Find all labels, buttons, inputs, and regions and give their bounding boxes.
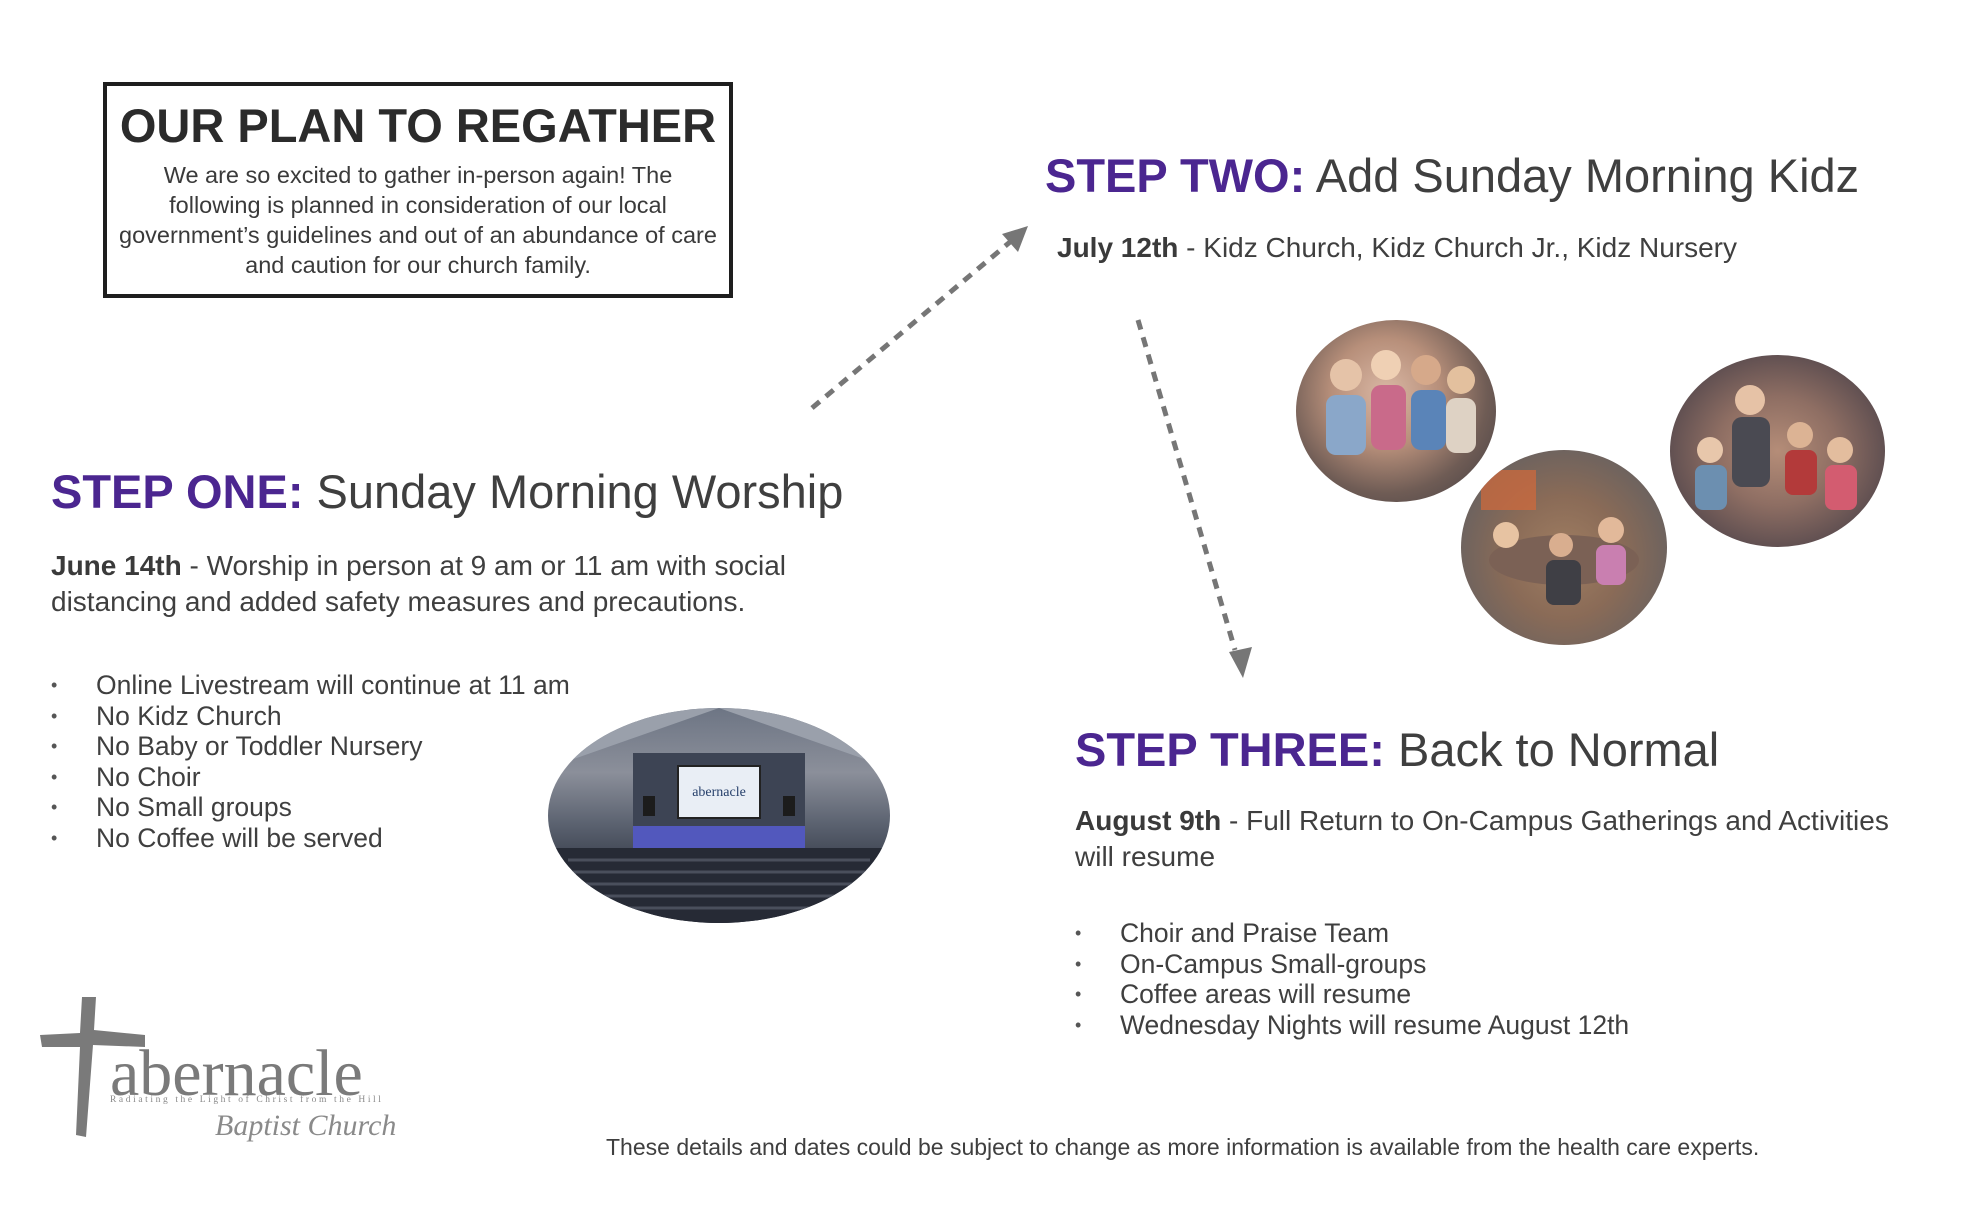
logo-word: abernacle bbox=[110, 1037, 363, 1110]
step-one-title: Sunday Morning Worship bbox=[303, 465, 844, 518]
step-one-list: •Online Livestream will continue at 11 a… bbox=[51, 670, 570, 853]
church-logo: abernacle Radiating the Light of Christ … bbox=[40, 995, 450, 1155]
list-item: •Online Livestream will continue at 11 a… bbox=[51, 670, 570, 700]
arrow-step-one-to-two bbox=[810, 226, 1028, 410]
cross-icon bbox=[40, 997, 145, 1137]
intro-box: OUR PLAN TO REGATHER We are so excited t… bbox=[103, 82, 733, 298]
step-one-heading: STEP ONE: Sunday Morning Worship bbox=[51, 465, 843, 519]
list-item: •No Baby or Toddler Nursery bbox=[51, 731, 423, 761]
kidz-photo-1-figures bbox=[1326, 350, 1476, 455]
list-item: •No Small groups bbox=[51, 792, 292, 822]
sanctuary-photo: abernacle bbox=[548, 708, 890, 923]
list-item: •No Choir bbox=[51, 761, 201, 792]
step-two-heading: STEP TWO: Add Sunday Morning Kidz bbox=[1045, 149, 1859, 203]
list-item: •Wednesday Nights will resume August 12t… bbox=[1075, 1009, 1630, 1040]
list-item: •No Coffee will be served bbox=[51, 822, 383, 853]
step-one-details: June 14th - Worship in person at 9 am or… bbox=[51, 548, 871, 620]
kidz-photo-group-3 bbox=[1670, 355, 1885, 547]
step-three-title: Back to Normal bbox=[1384, 723, 1720, 776]
list-item: •Coffee areas will resume bbox=[1075, 979, 1412, 1009]
intro-title: OUR PLAN TO REGATHER bbox=[119, 99, 717, 152]
list-item: •No Kidz Church bbox=[51, 700, 282, 731]
step-three-description: - Full Return to On-Campus Gatherings an… bbox=[1075, 805, 1889, 872]
kidz-photo-group-2 bbox=[1461, 450, 1667, 645]
step-two-description: - Kidz Church, Kidz Church Jr., Kidz Nur… bbox=[1178, 232, 1738, 263]
arrow-step-two-to-three bbox=[1135, 319, 1252, 678]
screen-text: abernacle bbox=[692, 785, 746, 800]
step-three-keyword: STEP THREE: bbox=[1075, 723, 1385, 776]
step-one-description: - Worship in person at 9 am or 11 am wit… bbox=[51, 550, 787, 617]
intro-body: We are so excited to gather in-person ag… bbox=[119, 162, 717, 278]
step-three-heading: STEP THREE: Back to Normal bbox=[1075, 723, 1719, 777]
step-two-date: July 12th bbox=[1057, 232, 1179, 263]
kidz-photo-3-figures bbox=[1695, 385, 1857, 510]
list-item: •On-Campus Small-groups bbox=[1075, 948, 1427, 979]
step-two-details: July 12th - Kidz Church, Kidz Church Jr.… bbox=[1057, 230, 1737, 266]
logo-tagline: Radiating the Light of Christ from the H… bbox=[110, 1094, 384, 1105]
sanctuary-photo-scene: abernacle bbox=[548, 708, 890, 923]
step-one-date: June 14th bbox=[51, 550, 182, 581]
logo-sub: Baptist Church bbox=[215, 1109, 396, 1142]
step-two-keyword: STEP TWO: bbox=[1045, 149, 1306, 202]
step-three-details: August 9th - Full Return to On-Campus Ga… bbox=[1075, 803, 1895, 875]
kidz-photo-2-figures bbox=[1481, 470, 1639, 605]
step-three-list: •Choir and Praise Team •On-Campus Small-… bbox=[1075, 918, 1629, 1040]
step-one-keyword: STEP ONE: bbox=[51, 465, 304, 518]
step-two-title: Add Sunday Morning Kidz bbox=[1305, 149, 1860, 202]
church-logo-graphic: abernacle Radiating the Light of Christ … bbox=[40, 997, 396, 1142]
step-three-date: August 9th bbox=[1075, 805, 1222, 836]
list-item: •Choir and Praise Team bbox=[1075, 918, 1390, 948]
kidz-photo-group-1 bbox=[1296, 320, 1496, 502]
disclaimer-footnote: These details and dates could be subject… bbox=[606, 1134, 1760, 1160]
